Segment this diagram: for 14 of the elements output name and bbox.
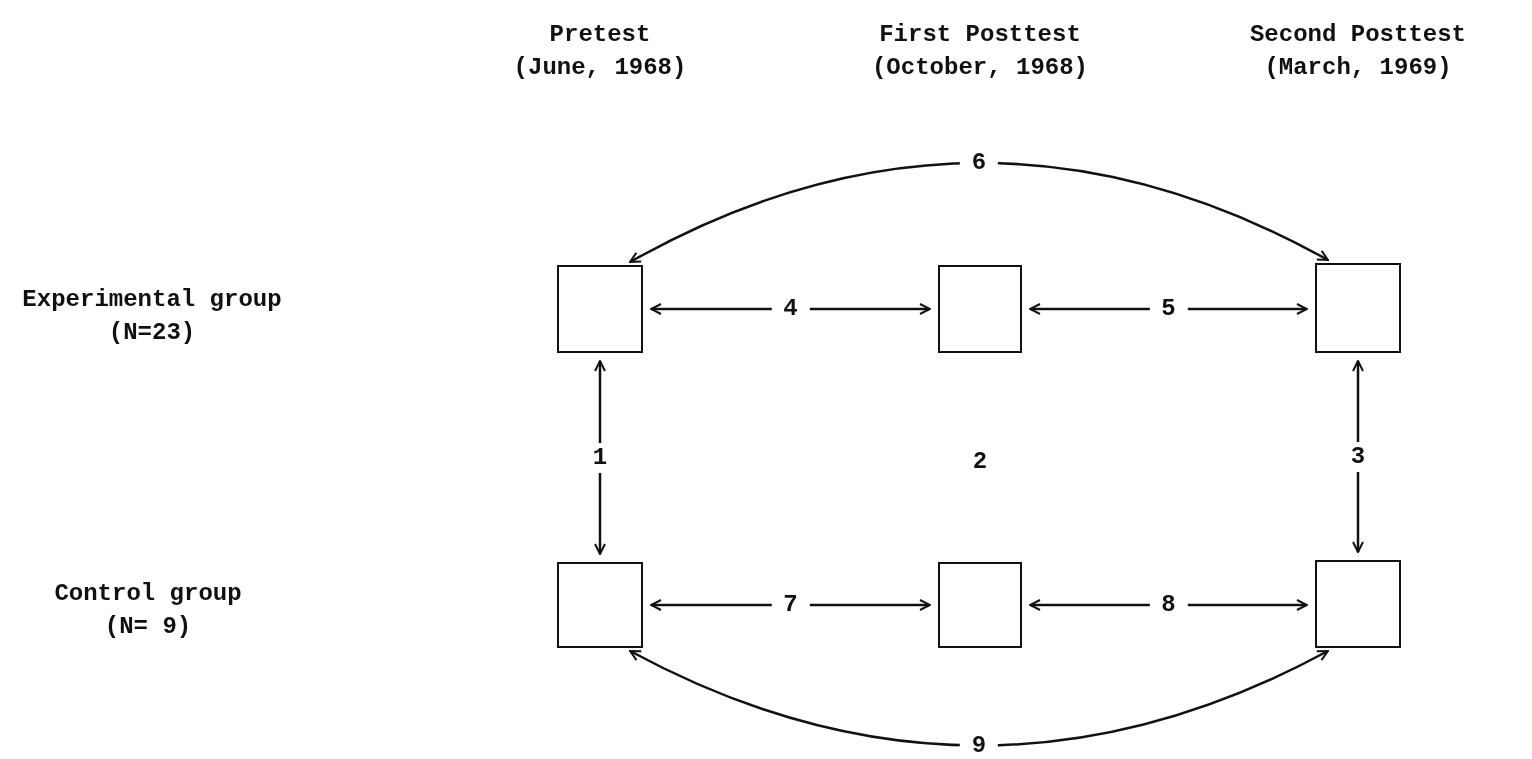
empty-box bbox=[1315, 263, 1401, 353]
comparison-number: 2 bbox=[971, 447, 989, 477]
column-heading: First Posttest (October, 1968) bbox=[870, 20, 1089, 83]
empty-box bbox=[938, 265, 1022, 353]
column-heading: Pretest (June, 1968) bbox=[512, 20, 688, 83]
empty-box bbox=[938, 562, 1022, 648]
empty-box bbox=[557, 265, 643, 353]
double-arrow bbox=[629, 649, 1329, 747]
double-arrow bbox=[629, 161, 1329, 264]
row-label: Control group (N= 9) bbox=[53, 579, 243, 642]
empty-box bbox=[557, 562, 643, 648]
row-label: Experimental group (N=23) bbox=[21, 285, 283, 348]
empty-box bbox=[1315, 560, 1401, 648]
column-heading: Second Posttest (March, 1969) bbox=[1248, 20, 1467, 83]
